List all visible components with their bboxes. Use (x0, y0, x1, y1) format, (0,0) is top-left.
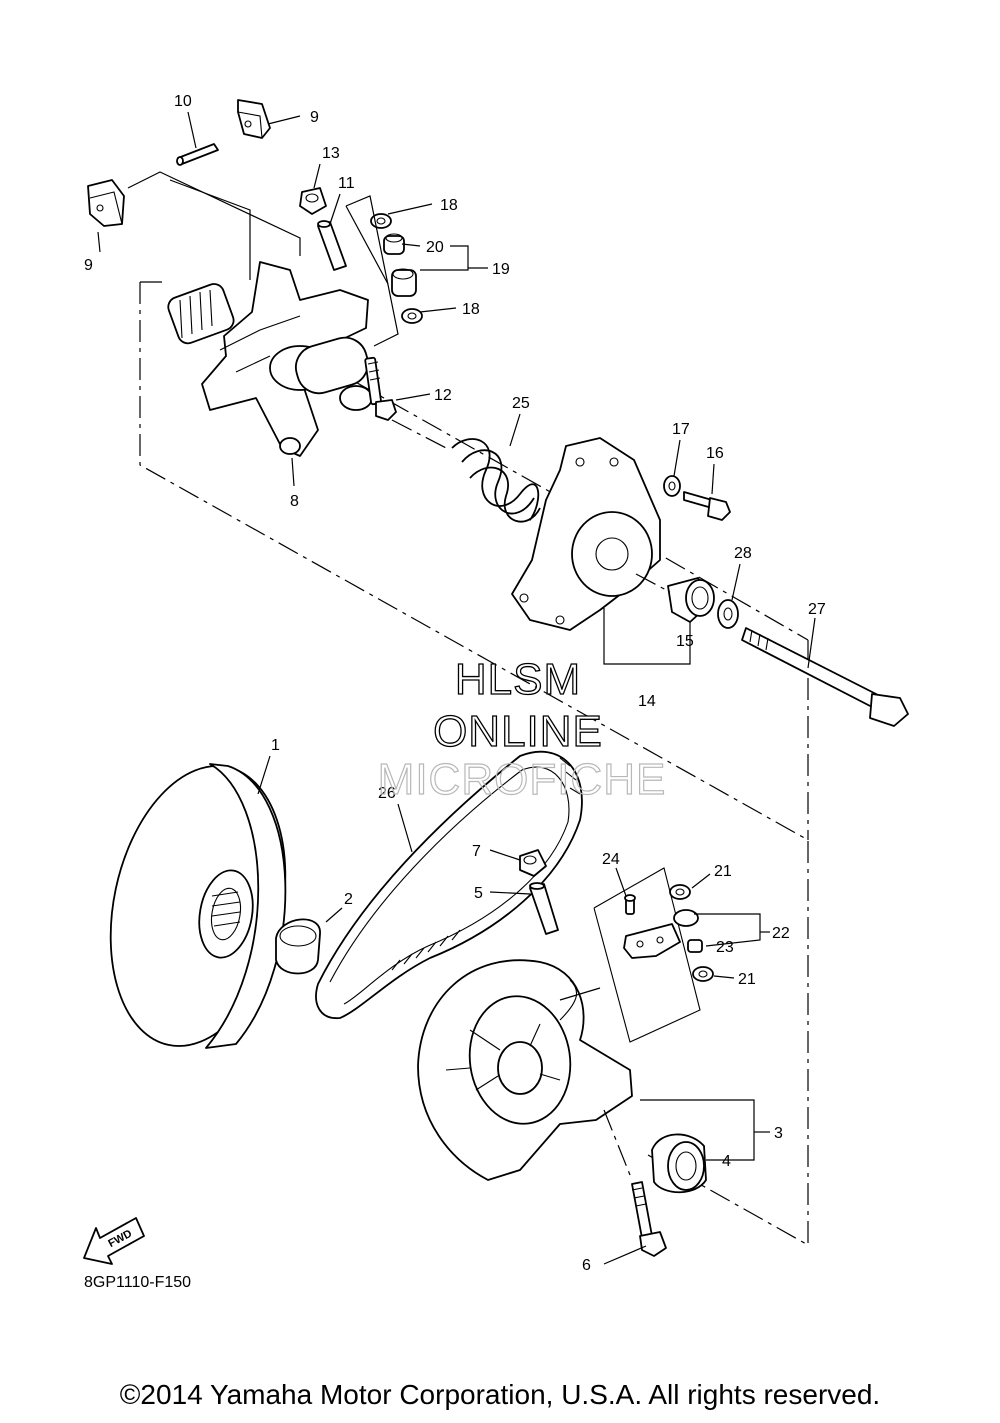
watermark-line-3: MICROFICHE (378, 755, 667, 804)
bushing-part-20-a (383, 233, 405, 255)
long-bolt-part-27 (741, 627, 909, 727)
screw-part-24 (624, 894, 636, 915)
callout-21-upper: 21 (714, 863, 732, 880)
callout-17: 17 (672, 421, 690, 438)
callout-labels: 1 2 3 4 5 6 7 8 9 9 10 11 12 13 14 15 16… (84, 93, 826, 1274)
callout-9-upper: 9 (310, 109, 319, 126)
weight-part-9-lower (87, 179, 125, 227)
callout-11: 11 (338, 175, 355, 192)
callout-18-lower: 18 (462, 301, 480, 318)
weight-part-9-upper (237, 99, 271, 139)
washer-part-21-upper (669, 884, 691, 900)
sleeve-part-11 (317, 220, 347, 271)
bearing-part-4 (651, 1133, 707, 1194)
callout-21-lower: 21 (738, 971, 756, 988)
watermark-line-2: ONLINE (433, 707, 603, 756)
watermark-line-1: HLSM (455, 655, 581, 704)
callout-12: 12 (434, 387, 452, 404)
pin-part-10 (176, 143, 219, 166)
callout-24: 24 (602, 851, 620, 868)
sleeve-part-5 (529, 882, 559, 935)
callout-18-upper: 18 (440, 197, 458, 214)
callout-15: 15 (676, 633, 694, 650)
callout-26: 26 (378, 785, 396, 802)
callout-7: 7 (472, 843, 481, 860)
bushing-part-15 (667, 577, 715, 623)
callout-10: 10 (174, 93, 192, 110)
callout-9-lower: 9 (84, 257, 93, 274)
callout-14: 14 (638, 693, 656, 710)
washer-part-17 (663, 475, 681, 497)
nut-part-7 (519, 849, 547, 877)
callout-5: 5 (474, 885, 483, 902)
callout-22: 22 (772, 925, 790, 942)
collar-part-23 (687, 939, 703, 953)
washer-part-21-lower (692, 966, 714, 982)
leader-lines (97, 111, 816, 1265)
washer-part-18-lower (401, 308, 423, 324)
washer-part-28 (717, 599, 739, 629)
callout-20: 20 (426, 239, 444, 256)
callout-28: 28 (734, 545, 752, 562)
cover-part-14 (511, 437, 661, 631)
bolt-part-16 (683, 491, 731, 521)
drive-spider-part-8 (167, 261, 373, 457)
arm-part-22 (623, 909, 699, 959)
callout-23: 23 (716, 939, 734, 956)
drive-belt-part-26 (315, 750, 583, 1019)
copyright-notice: ©2014 Yamaha Motor Corporation, U.S.A. A… (119, 1379, 881, 1410)
spring-part-25 (451, 438, 541, 523)
sub-assembly-outline (593, 867, 701, 1043)
callout-1: 1 (271, 737, 280, 754)
callout-16: 16 (706, 445, 724, 462)
callout-3: 3 (774, 1125, 783, 1142)
drawing-code: 8GP1110-F150 (84, 1274, 192, 1291)
bolt-part-12 (364, 356, 397, 421)
callout-6: 6 (582, 1257, 591, 1274)
watermark: HLSM ONLINE MICROFICHE (377, 654, 667, 804)
bolt-part-6 (631, 1181, 667, 1257)
callout-8: 8 (290, 493, 299, 510)
sliding-sheave-part-3 (417, 959, 633, 1181)
collar-part-13 (299, 187, 327, 215)
callout-4: 4 (722, 1153, 731, 1170)
callout-19: 19 (492, 261, 510, 278)
collar-part-2 (275, 918, 321, 975)
fixed-sheave-part-1 (109, 763, 287, 1049)
fwd-arrow-icon: FWD (83, 1217, 145, 1265)
bushing-part-20-b (391, 268, 417, 297)
callout-2: 2 (344, 891, 353, 908)
callout-27: 27 (808, 601, 826, 618)
callout-25: 25 (512, 395, 530, 412)
callout-13: 13 (322, 145, 340, 162)
